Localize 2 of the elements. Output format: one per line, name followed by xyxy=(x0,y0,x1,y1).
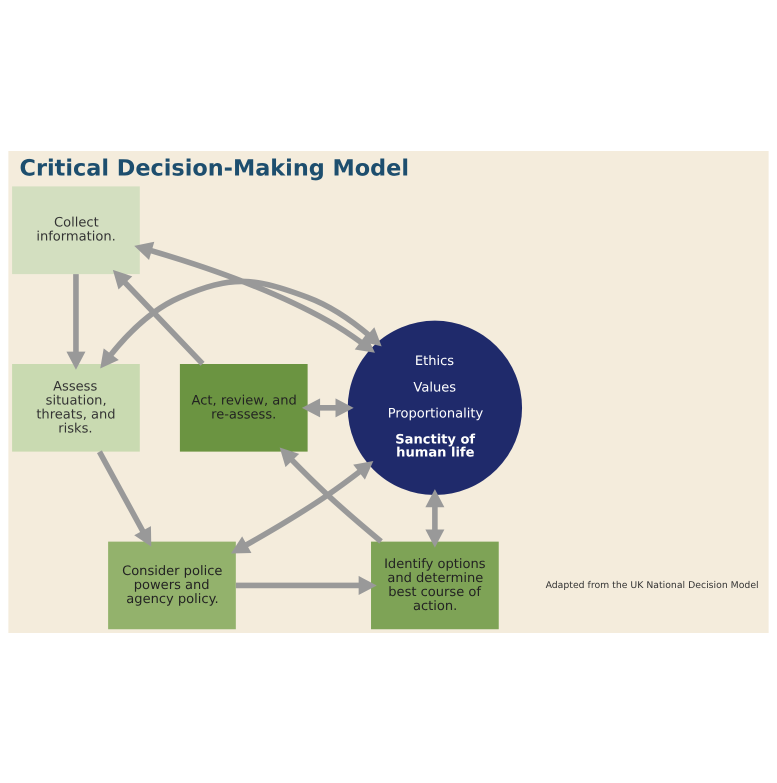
label: Adapted from the UK National Decision Model xyxy=(546,579,759,590)
diagram-title: Critical Decision-Making Model xyxy=(20,154,409,181)
